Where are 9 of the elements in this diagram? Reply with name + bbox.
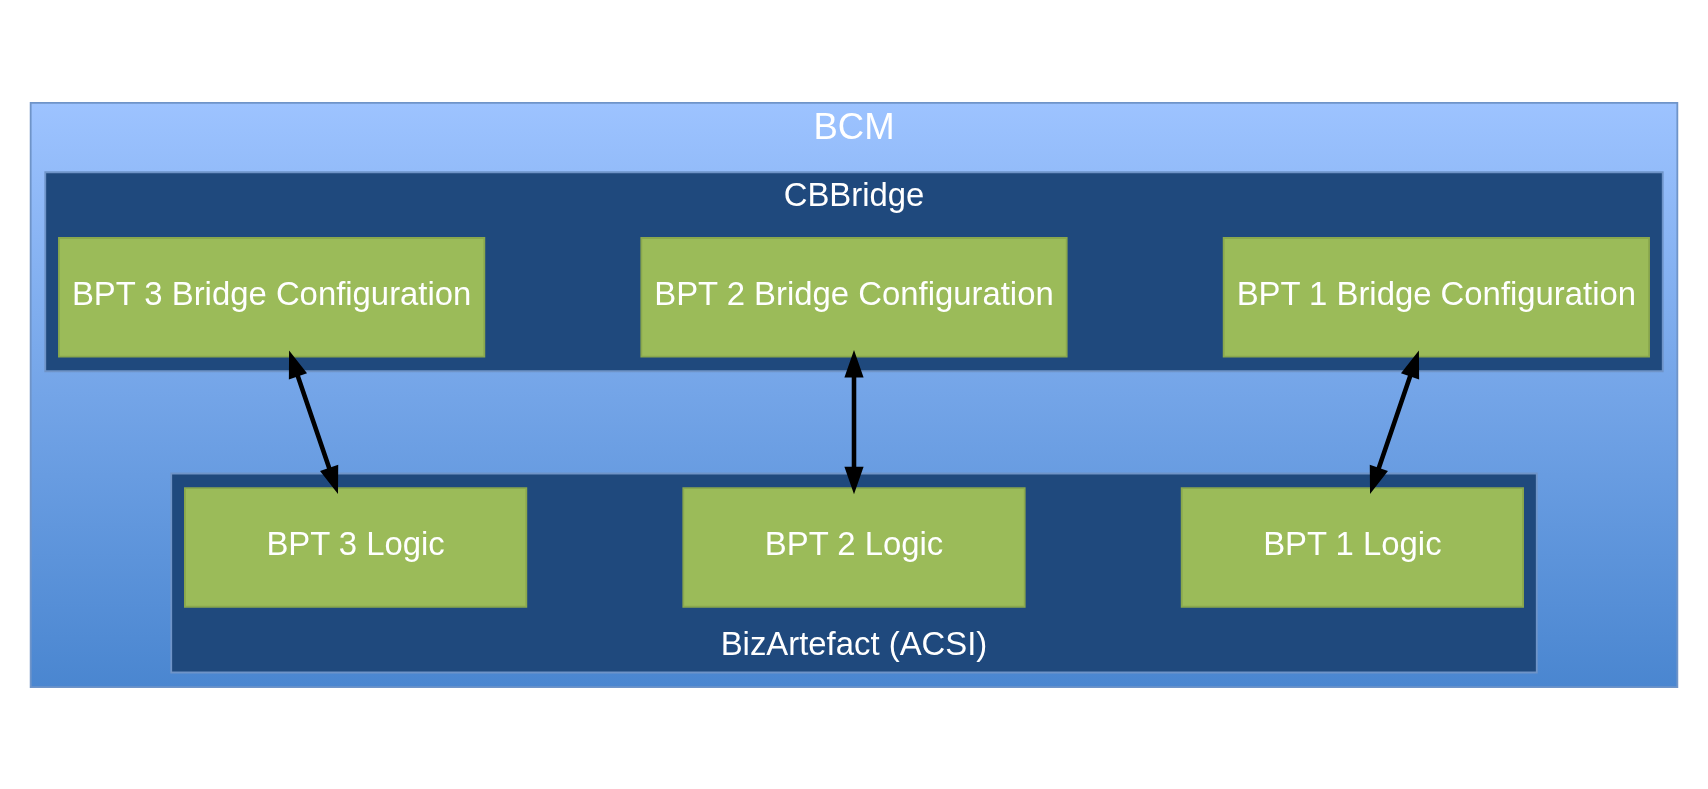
node-box: BPT 2 Bridge Configuration	[640, 236, 1068, 358]
arrow	[288, 349, 339, 494]
node-box: BPT 3 Bridge Configuration	[58, 236, 486, 358]
node-box: BPT 1 Logic	[1180, 486, 1524, 608]
arrow	[1369, 349, 1420, 494]
node-box: BPT 2 Logic	[682, 486, 1026, 608]
arrow	[844, 349, 864, 494]
node-box: BPT 1 Bridge Configuration	[1222, 236, 1650, 358]
node-box: BPT 3 Logic	[184, 486, 528, 608]
